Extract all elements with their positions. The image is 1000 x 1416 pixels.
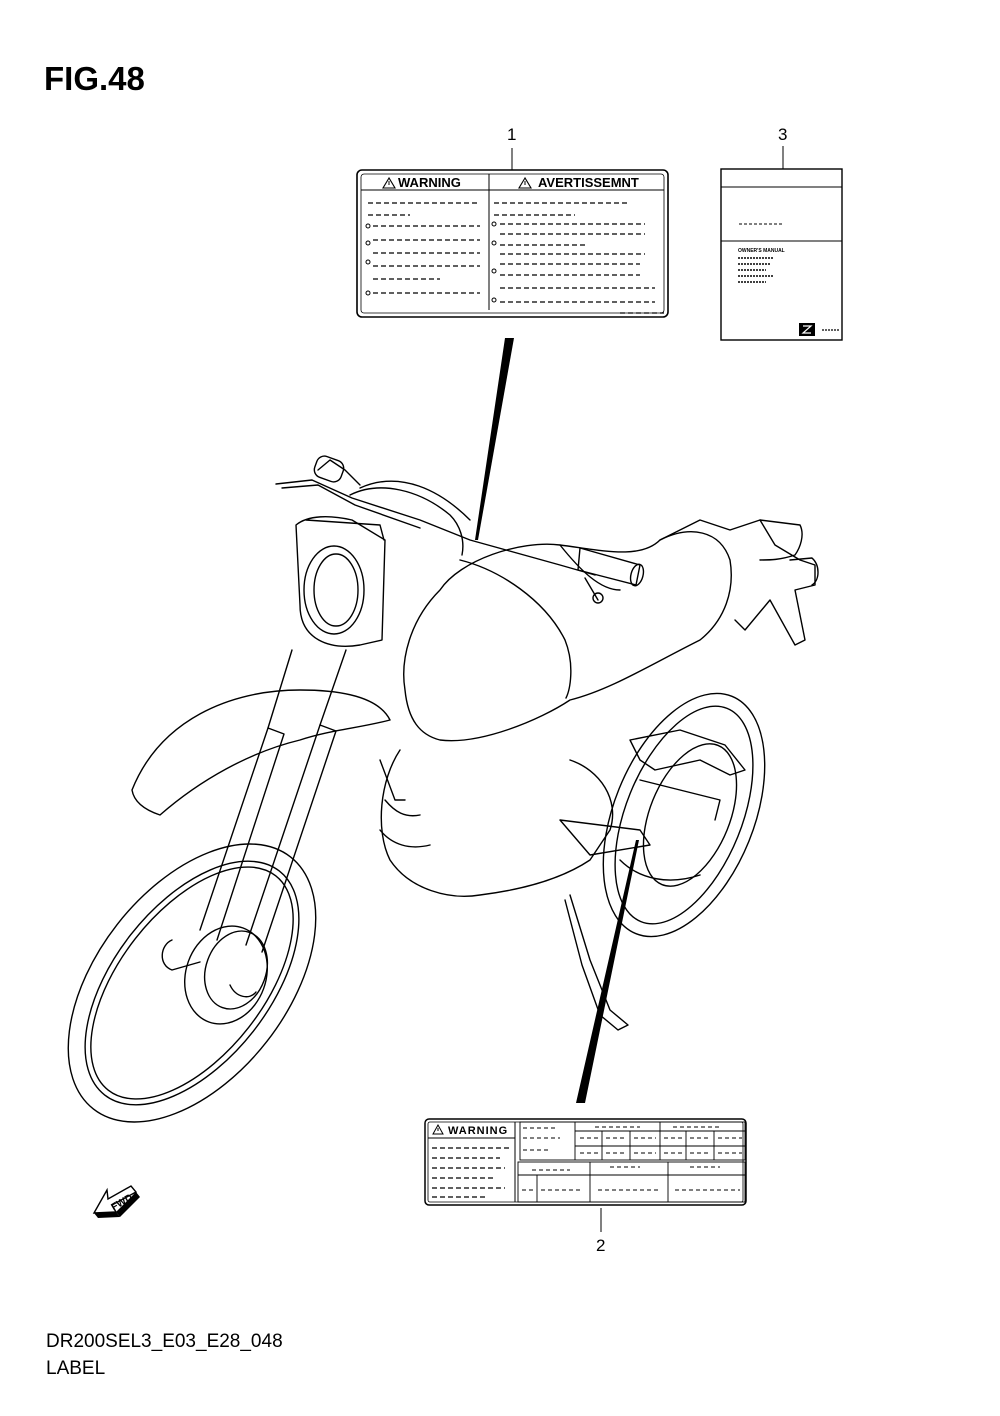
label-2-warning-heading: WARNING [448,1125,508,1137]
warning-triangle-icon [432,1123,444,1135]
figure-name: LABEL [46,1358,106,1379]
label-1-avertissement-heading: AVERTISSEMNT [538,175,639,190]
warning-triangle-icon [518,176,532,189]
label-1-right-bullets [491,221,497,303]
callout-2-number: 2 [596,1236,605,1255]
label-1-left-text-lines [368,202,480,294]
label-2-left-text-lines [432,1147,510,1198]
figure-code: DR200SEL3_E03_E28_048 [46,1331,283,1352]
label-1-warning-heading: WARNING [398,175,461,190]
label-1-warning[interactable]: WARNING AVERTISSEMNT [356,169,669,318]
label-1-left-bullets [365,223,371,296]
label-1-pointer [475,338,514,540]
figure-title: FIG.48 [44,60,145,97]
forward-arrow-icon: FWD [92,1185,140,1218]
label-2-table-text [522,1126,742,1191]
manual-title: OWNER'S MANUAL [738,248,785,254]
label-1-right-text-lines [494,202,664,314]
label-2-pointer [576,840,639,1103]
warning-triangle-icon [382,176,396,189]
manual-text-lines [738,257,774,283]
callout-3-number: 3 [778,125,787,144]
part-3-owners-manual[interactable]: OWNER'S MANUAL [720,168,843,341]
suzuki-logo-icon [799,323,815,336]
callout-1-number: 1 [507,125,516,144]
label-2-warning[interactable]: WARNING [424,1118,747,1206]
motorcycle-illustration [67,455,819,1123]
